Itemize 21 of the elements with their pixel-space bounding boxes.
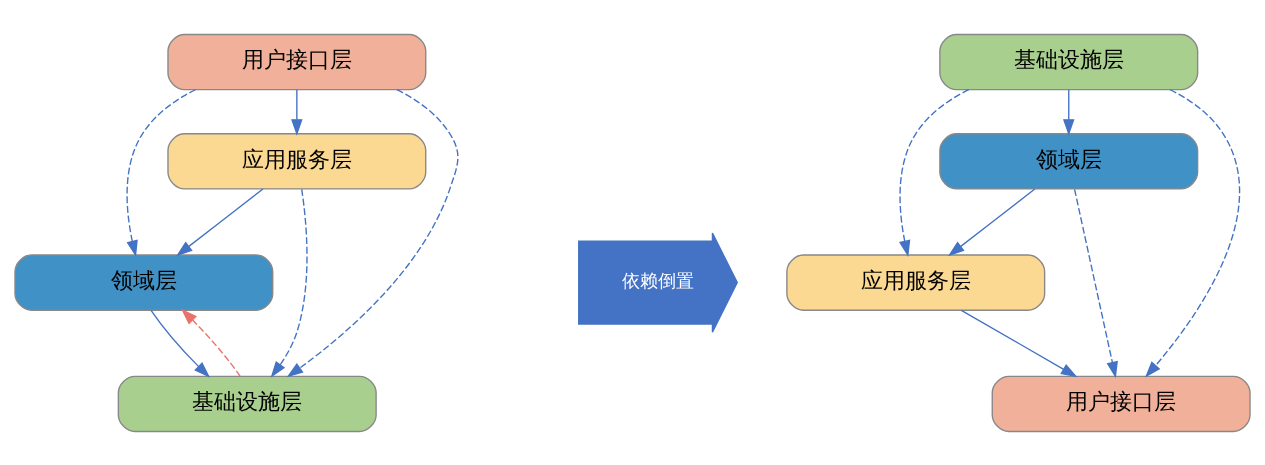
arrow	[1062, 88, 1075, 136]
arrow	[270, 188, 308, 378]
node-box: 基础设施层	[939, 33, 1199, 90]
arrow	[1073, 188, 1118, 378]
arrow	[291, 88, 303, 136]
arrow	[960, 309, 1078, 377]
node-box: 基础设施层	[117, 375, 377, 432]
node-box: 领域层	[14, 253, 274, 311]
arrow	[150, 309, 211, 378]
arrow	[181, 308, 241, 377]
arrow	[898, 88, 970, 257]
node-box: 用户接口层	[167, 33, 427, 90]
node-box: 领域层	[939, 132, 1199, 190]
arrow	[1145, 88, 1241, 378]
arrow	[176, 187, 264, 256]
node-box: 应用服务层	[167, 132, 427, 190]
node-box: 用户接口层	[991, 375, 1251, 432]
arrow	[126, 88, 197, 257]
arrow	[947, 187, 1036, 256]
node-box: 应用服务层	[786, 253, 1046, 311]
arrow	[286, 88, 459, 377]
